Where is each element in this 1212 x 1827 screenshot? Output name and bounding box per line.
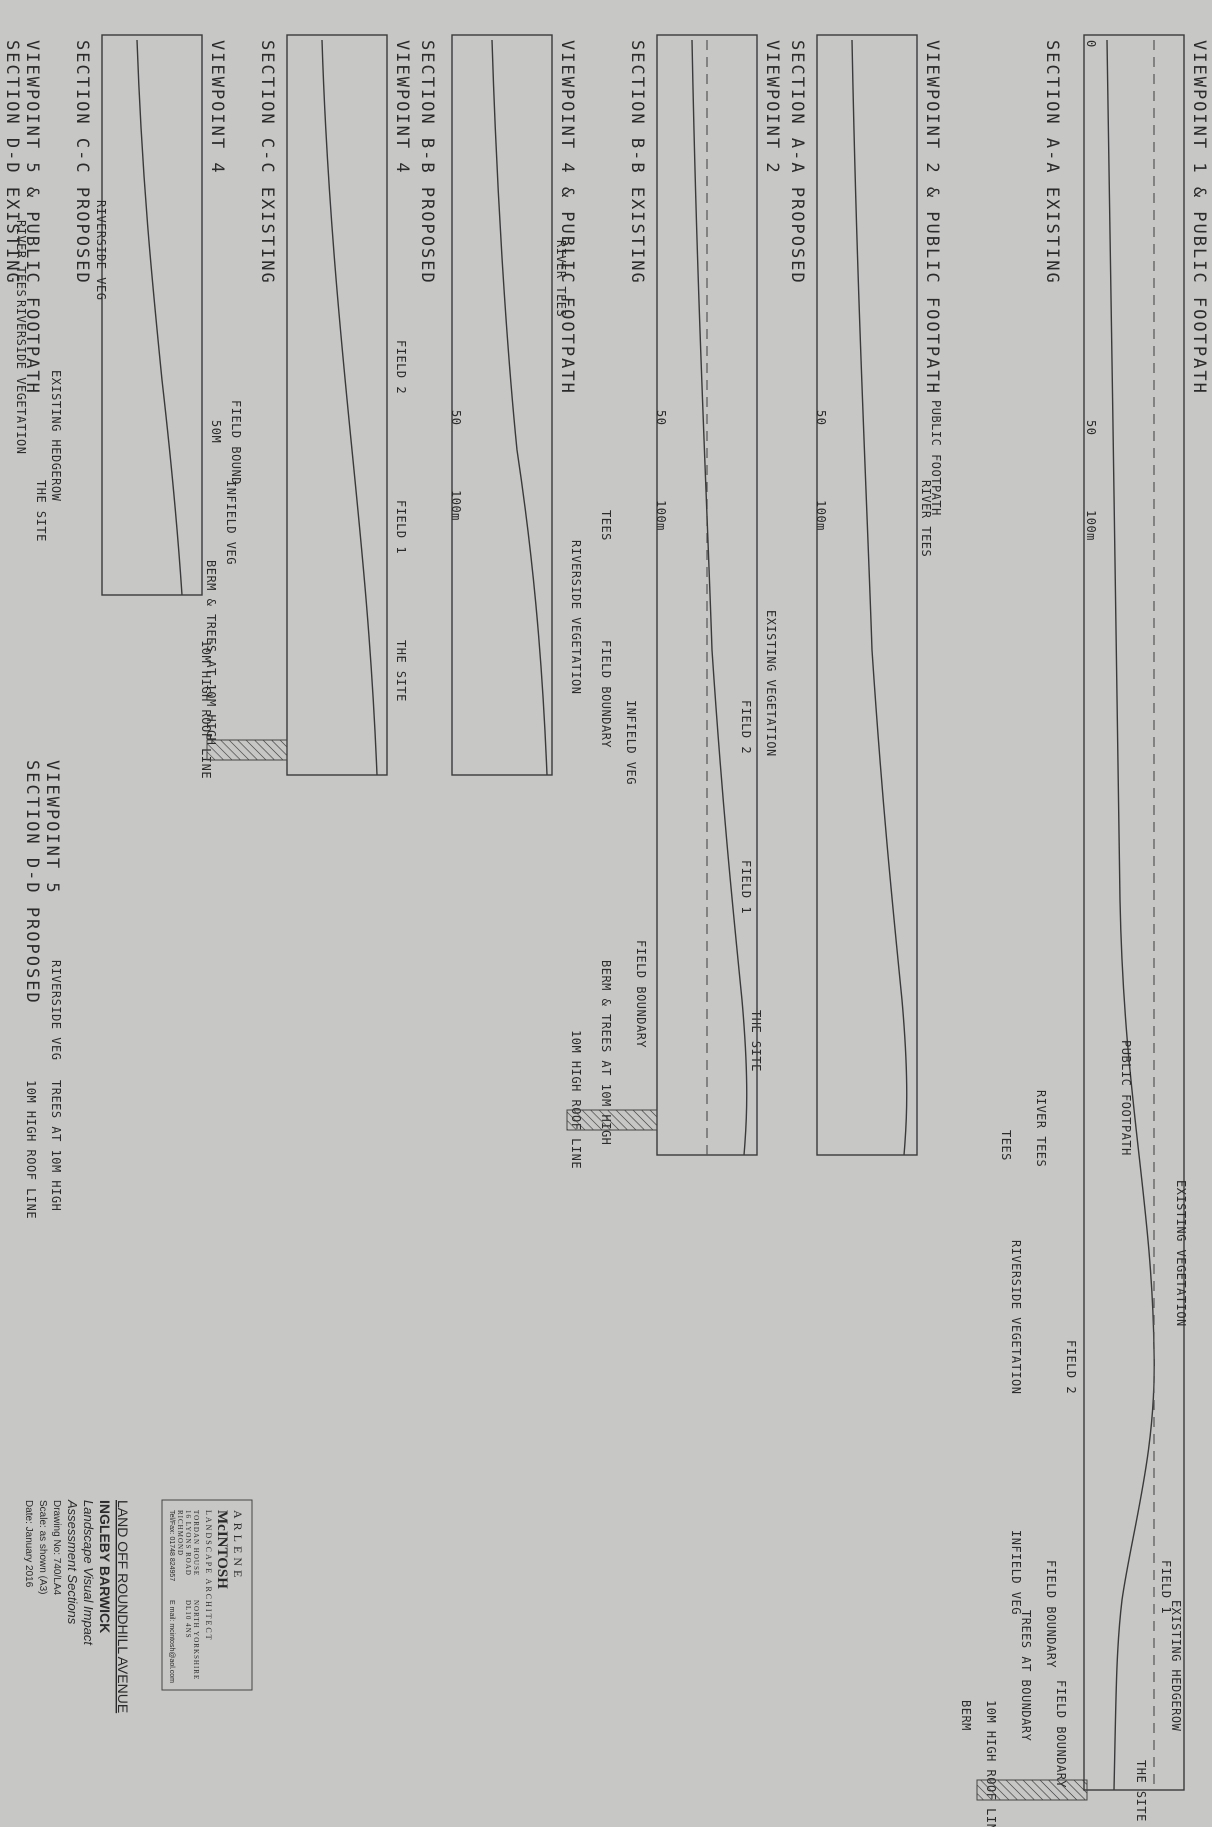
- ddp-title: SECTION D-D PROPOSED: [22, 760, 42, 1005]
- section-bb-proposed: VIEWPOINT 4 & PUBLIC FOOTPATH SECTION B-…: [394, 34, 577, 776]
- aa-ann-0: PUBLIC FOOTPATH: [1119, 1040, 1133, 1156]
- aa-ann-9: TREES AT BOUNDARY: [1019, 1610, 1033, 1742]
- aa-ann-2: TEES: [999, 1130, 1013, 1161]
- ccp-title: SECTION C-C PROPOSED: [72, 40, 92, 285]
- aa-ann-6: INFIELD VEG: [1009, 1530, 1023, 1615]
- ddp-vp: VIEWPOINT 5: [42, 760, 62, 895]
- drawing-no: Drawing No: 740/LA4: [51, 1500, 62, 1595]
- ccp-ann-1: EXISTING HEDGEROW: [49, 370, 63, 502]
- dde-vp: VIEWPOINT 5 & PUBLIC FOOTPATH: [22, 40, 42, 395]
- aa-ann-14: THE SITE: [1134, 1760, 1148, 1822]
- project-line2: INGLEBY BARWICK: [97, 1500, 113, 1633]
- aa-ann-1: RIVER TEES: [1034, 1090, 1048, 1167]
- bbp-ann-1: FIELD 2: [394, 340, 408, 394]
- bb-existing-title: SECTION B-B EXISTING: [627, 40, 647, 285]
- bbp-scale-50: 50: [449, 410, 463, 425]
- aa-ann-8: FIELD 1: [1159, 1560, 1173, 1614]
- project-line3: Landscape Visual Impact: [81, 1500, 96, 1646]
- aa-proposed-vp: VIEWPOINT 2 & PUBLIC FOOTPATH: [922, 40, 942, 395]
- section-dd-existing: VIEWPOINT 5 & PUBLIC FOOTPATH SECTION D-…: [2, 40, 42, 455]
- section-aa-proposed: VIEWPOINT 2 & PUBLIC FOOTPATH SECTION A-…: [739, 34, 943, 1156]
- aa-ann-3: RIVERSIDE VEGETATION: [1009, 1240, 1023, 1395]
- addr-3: NORTH YORKSHIRE: [192, 1600, 200, 1680]
- section-dd-proposed: VIEWPOINT 5 SECTION D-D PROPOSED RIVERSI…: [22, 760, 63, 1219]
- cce-title: SECTION C-C EXISTING: [257, 40, 277, 285]
- bbe-scale-100: 100m: [654, 500, 668, 531]
- bbp-ann-2: FIELD 1: [394, 500, 408, 554]
- aap-ann-2: EXISTING VEGETATION: [764, 610, 778, 757]
- cce-ann-3: BERM & TREES AT 10M HIGH: [204, 560, 218, 745]
- bb-existing-vp: VIEWPOINT 2: [762, 40, 782, 175]
- firm-line3: LANDSCAPE ARCHITECT: [204, 1510, 213, 1642]
- section-cc-existing: VIEWPOINT 4 SECTION C-C EXISTING FIELD B…: [199, 34, 412, 779]
- section-aa-existing-toplabel: VIEWPOINT 1 & PUBLIC FOOTPATH: [1189, 40, 1209, 395]
- title-block: ARLENE McINTOSH LANDSCAPE ARCHITECT TORD…: [161, 1499, 253, 1691]
- section-aa-existing: VIEWPOINT 1 & PUBLIC FOOTPATH SECTION A-…: [959, 34, 1209, 1827]
- aa-scale-0: 0: [1084, 40, 1098, 48]
- cce-ann-0: FIELD BOUND: [229, 400, 243, 485]
- scale: Scale: as shown (A3): [37, 1500, 48, 1595]
- bbe-ann-6: 10M HIGH ROOF LINE: [569, 1030, 583, 1169]
- aap-scale-50: 50: [814, 410, 828, 425]
- aap-ann-3: FIELD 2: [739, 700, 753, 754]
- project-line4: Assessment Sections: [65, 1499, 80, 1625]
- bbe-ann-5: BERM & TREES AT 10M HIGH: [599, 960, 613, 1145]
- aap-ann-4: FIELD 1: [739, 860, 753, 914]
- bbe-ann-2: FIELD BOUNDARY: [599, 640, 613, 748]
- aap-ann-0: PUBLIC FOOTPATH: [929, 400, 943, 516]
- dde-ann-0: RIVER TEES: [14, 220, 28, 297]
- aa-proposed-title: SECTION A-A PROPOSED: [787, 40, 807, 285]
- ccp-ann-2: THE SITE: [34, 480, 48, 542]
- firm-line2: McINTOSH: [214, 1510, 230, 1589]
- aap-scale-100: 100m: [814, 500, 828, 531]
- bbp-ann-3: THE SITE: [394, 640, 408, 702]
- section-cc-proposed: VIEWPOINT 4 SECTION C-C PROPOSED RIVERSI…: [34, 34, 227, 596]
- bbp-vp: VIEWPOINT 4 & PUBLIC FOOTPATH: [557, 40, 577, 395]
- bbe-ann-3: INFIELD VEG: [624, 700, 638, 785]
- bbp-title: SECTION B-B PROPOSED: [417, 40, 437, 285]
- dde-title: SECTION D-D EXISTING: [2, 40, 22, 285]
- addr-0: TORDAN HOUSE: [192, 1510, 200, 1576]
- addr-4: DL10 4NS: [184, 1600, 192, 1639]
- section-bb-existing: VIEWPOINT 2 SECTION B-B EXISTING 50 100m…: [566, 34, 782, 1169]
- aap-ann-5: THE SITE: [749, 1010, 763, 1072]
- aa-ann-4: EXISTING VEGETATION: [1174, 1180, 1188, 1327]
- aap-ann-1: RIVER TEES: [919, 480, 933, 557]
- aa-ann-7: FIELD BOUNDARY: [1044, 1560, 1058, 1668]
- bbe-ann-4: FIELD BOUNDARY: [634, 940, 648, 1048]
- bbe-ann-0: TEES: [599, 510, 613, 541]
- cce-vp: VIEWPOINT 4: [392, 40, 412, 175]
- aa-ann-10: BERM: [959, 1700, 973, 1731]
- section-aa-existing-title: SECTION A-A EXISTING: [1042, 40, 1062, 285]
- dde-ann-1: RIVERSIDE VEGETATION: [14, 300, 28, 455]
- ddp-ann-2: 10M HIGH ROOF LINE: [24, 1080, 38, 1219]
- ddp-ann-0: RIVERSIDE VEG: [49, 960, 63, 1060]
- aa-scale-100: 100m: [1084, 510, 1098, 541]
- addr-2: RICHMOND: [176, 1510, 184, 1556]
- bbe-scale-50: 50: [654, 410, 668, 425]
- bbe-ann-1: RIVERSIDE VEGETATION: [569, 540, 583, 695]
- ccp-ann-0: RIVERSIDE VEG: [94, 200, 108, 300]
- aa-ann-11: FIELD BOUNDARY: [1054, 1680, 1068, 1788]
- firm-line1: ARLENE: [231, 1510, 245, 1581]
- project-block: LAND OFF ROUNDHILL AVENUE INGLEBY BARWIC…: [23, 1499, 131, 1713]
- date: Date: January 2016: [23, 1500, 34, 1588]
- ccp-vp: VIEWPOINT 4: [207, 40, 227, 175]
- tel: Tel/Fax: 01748 824957: [168, 1510, 175, 1581]
- bbp-ann-0: RIVER TEES: [554, 240, 568, 317]
- aa-ann-12: 10M HIGH ROOF LINE: [984, 1700, 998, 1827]
- cce-ann-2: INFIELD VEG: [224, 480, 238, 565]
- ddp-ann-1: TREES AT 10M HIGH: [49, 1080, 63, 1211]
- project-line1: LAND OFF ROUNDHILL AVENUE: [115, 1500, 131, 1713]
- addr-1: 16 LYONS ROAD: [184, 1510, 192, 1576]
- cce-ann-1: 50M: [209, 420, 223, 443]
- aa-scale-50: 50: [1084, 420, 1098, 435]
- aa-ann-5: FIELD 2: [1064, 1340, 1078, 1394]
- email: E mail: mcintosh@aol.com: [168, 1600, 175, 1683]
- bbp-scale-100: 100m: [449, 490, 463, 521]
- aa-ann-13: EXISTING HEDGEROW: [1169, 1600, 1183, 1732]
